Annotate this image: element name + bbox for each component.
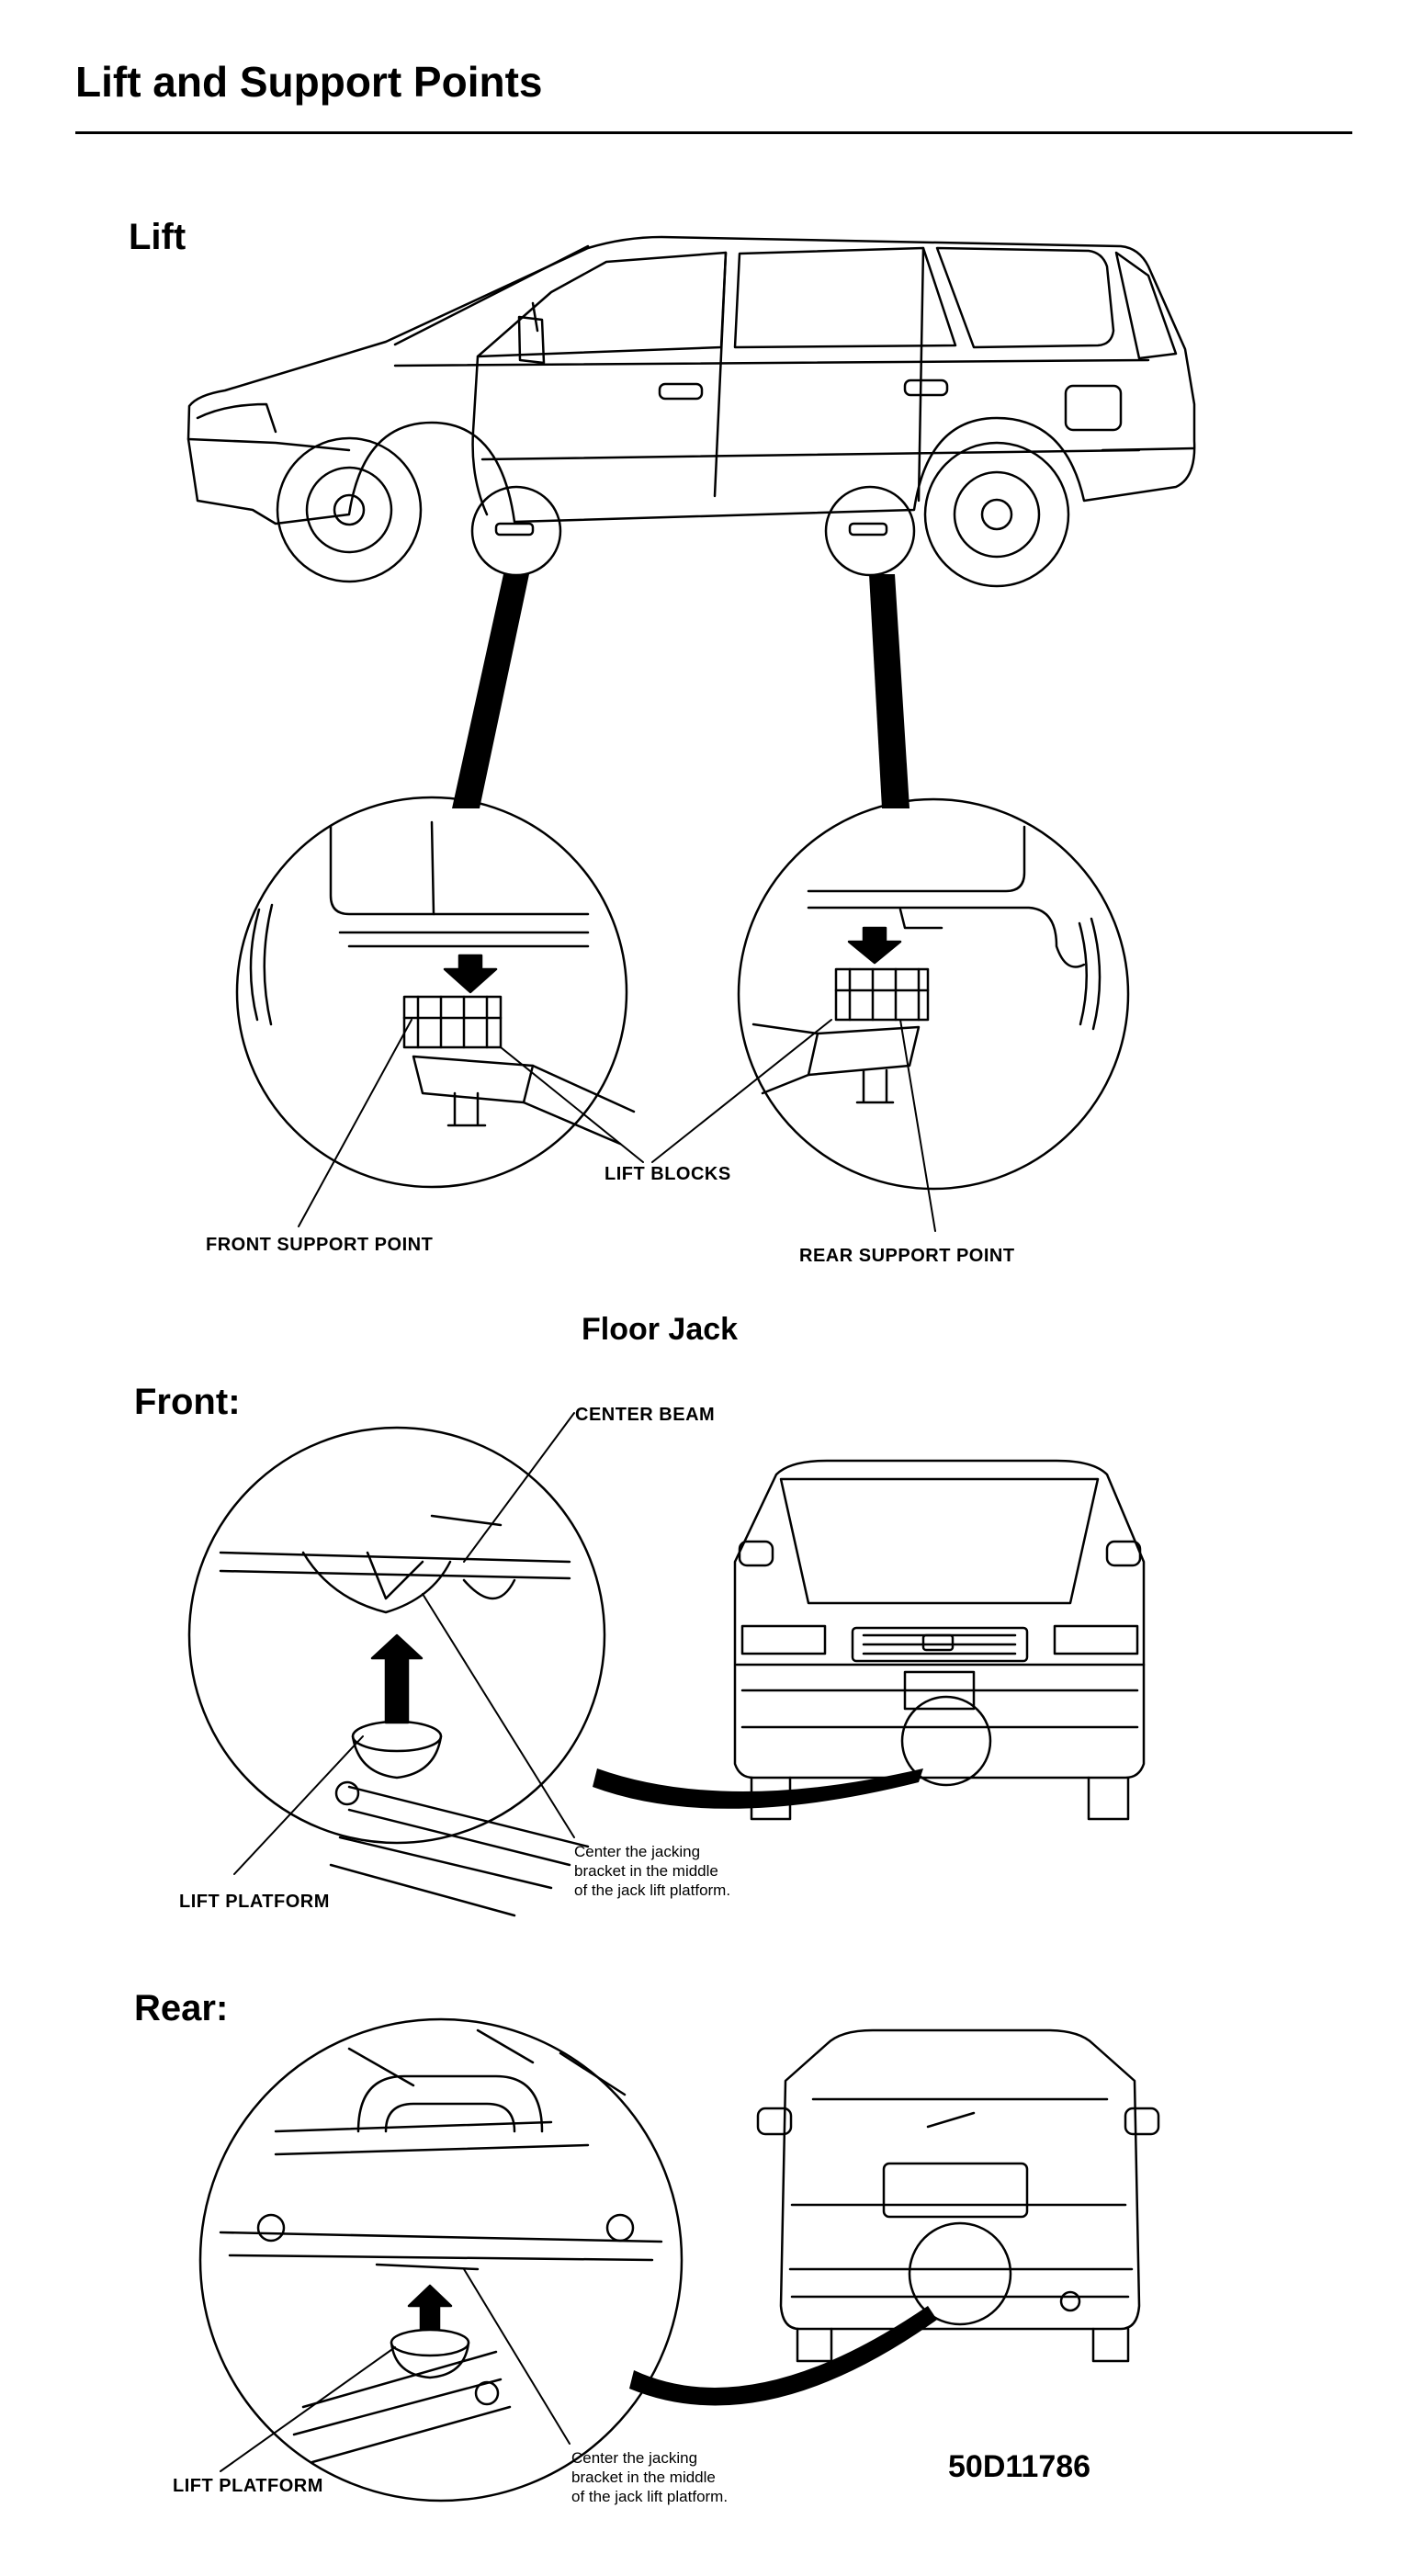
front-note-line-2: bracket in the middle — [574, 1862, 718, 1880]
front-note-line-1: Center the jacking — [574, 1843, 701, 1860]
front-lift-platform-label: LIFT PLATFORM — [179, 1892, 330, 1912]
front-jack-detail — [189, 1428, 604, 1915]
rear-note-line-3: of the jack lift platform. — [571, 2488, 729, 2505]
minivan-rear-view — [758, 2030, 1158, 2361]
figure-code: 50D11786 — [948, 2449, 1091, 2484]
minivan-side-view — [188, 237, 1194, 586]
rear-lift-detail — [739, 799, 1128, 1189]
front-lift-point-pointer — [452, 574, 529, 808]
lift-blocks-label: LIFT BLOCKS — [604, 1164, 731, 1184]
rear-lift-platform-label: LIFT PLATFORM — [173, 2476, 323, 2496]
rear-jack-detail — [200, 2019, 682, 2501]
front-support-point-label: FRONT SUPPORT POINT — [206, 1235, 434, 1255]
center-beam-label: CENTER BEAM — [575, 1405, 716, 1425]
lift-heading: Lift — [129, 217, 186, 257]
rear-jack-pointer — [629, 2306, 937, 2406]
rear-support-point-label: REAR SUPPORT POINT — [799, 1246, 1015, 1266]
rear-note-line-1: Center the jacking — [571, 2449, 698, 2467]
floor-jack-heading: Floor Jack — [582, 1312, 739, 1347]
front-jacking-note: Center the jacking bracket in the middle… — [574, 1842, 813, 1900]
rear-heading: Rear: — [134, 1988, 229, 2028]
front-leader-lines — [234, 1413, 574, 1874]
front-heading: Front: — [134, 1382, 241, 1422]
header-rule — [75, 131, 1352, 134]
page-title: Lift and Support Points — [75, 58, 543, 106]
front-jack-pointer — [593, 1768, 923, 1809]
rear-lift-point-pointer — [869, 574, 910, 808]
lift-leader-lines — [299, 1020, 935, 1231]
front-lift-detail — [237, 797, 634, 1187]
rear-leader-lines — [220, 2269, 570, 2471]
minivan-front-view — [735, 1461, 1144, 1819]
rear-note-line-2: bracket in the middle — [571, 2469, 716, 2486]
front-note-line-3: of the jack lift platform. — [574, 1881, 731, 1899]
rear-jacking-note: Center the jacking bracket in the middle… — [571, 2448, 810, 2506]
